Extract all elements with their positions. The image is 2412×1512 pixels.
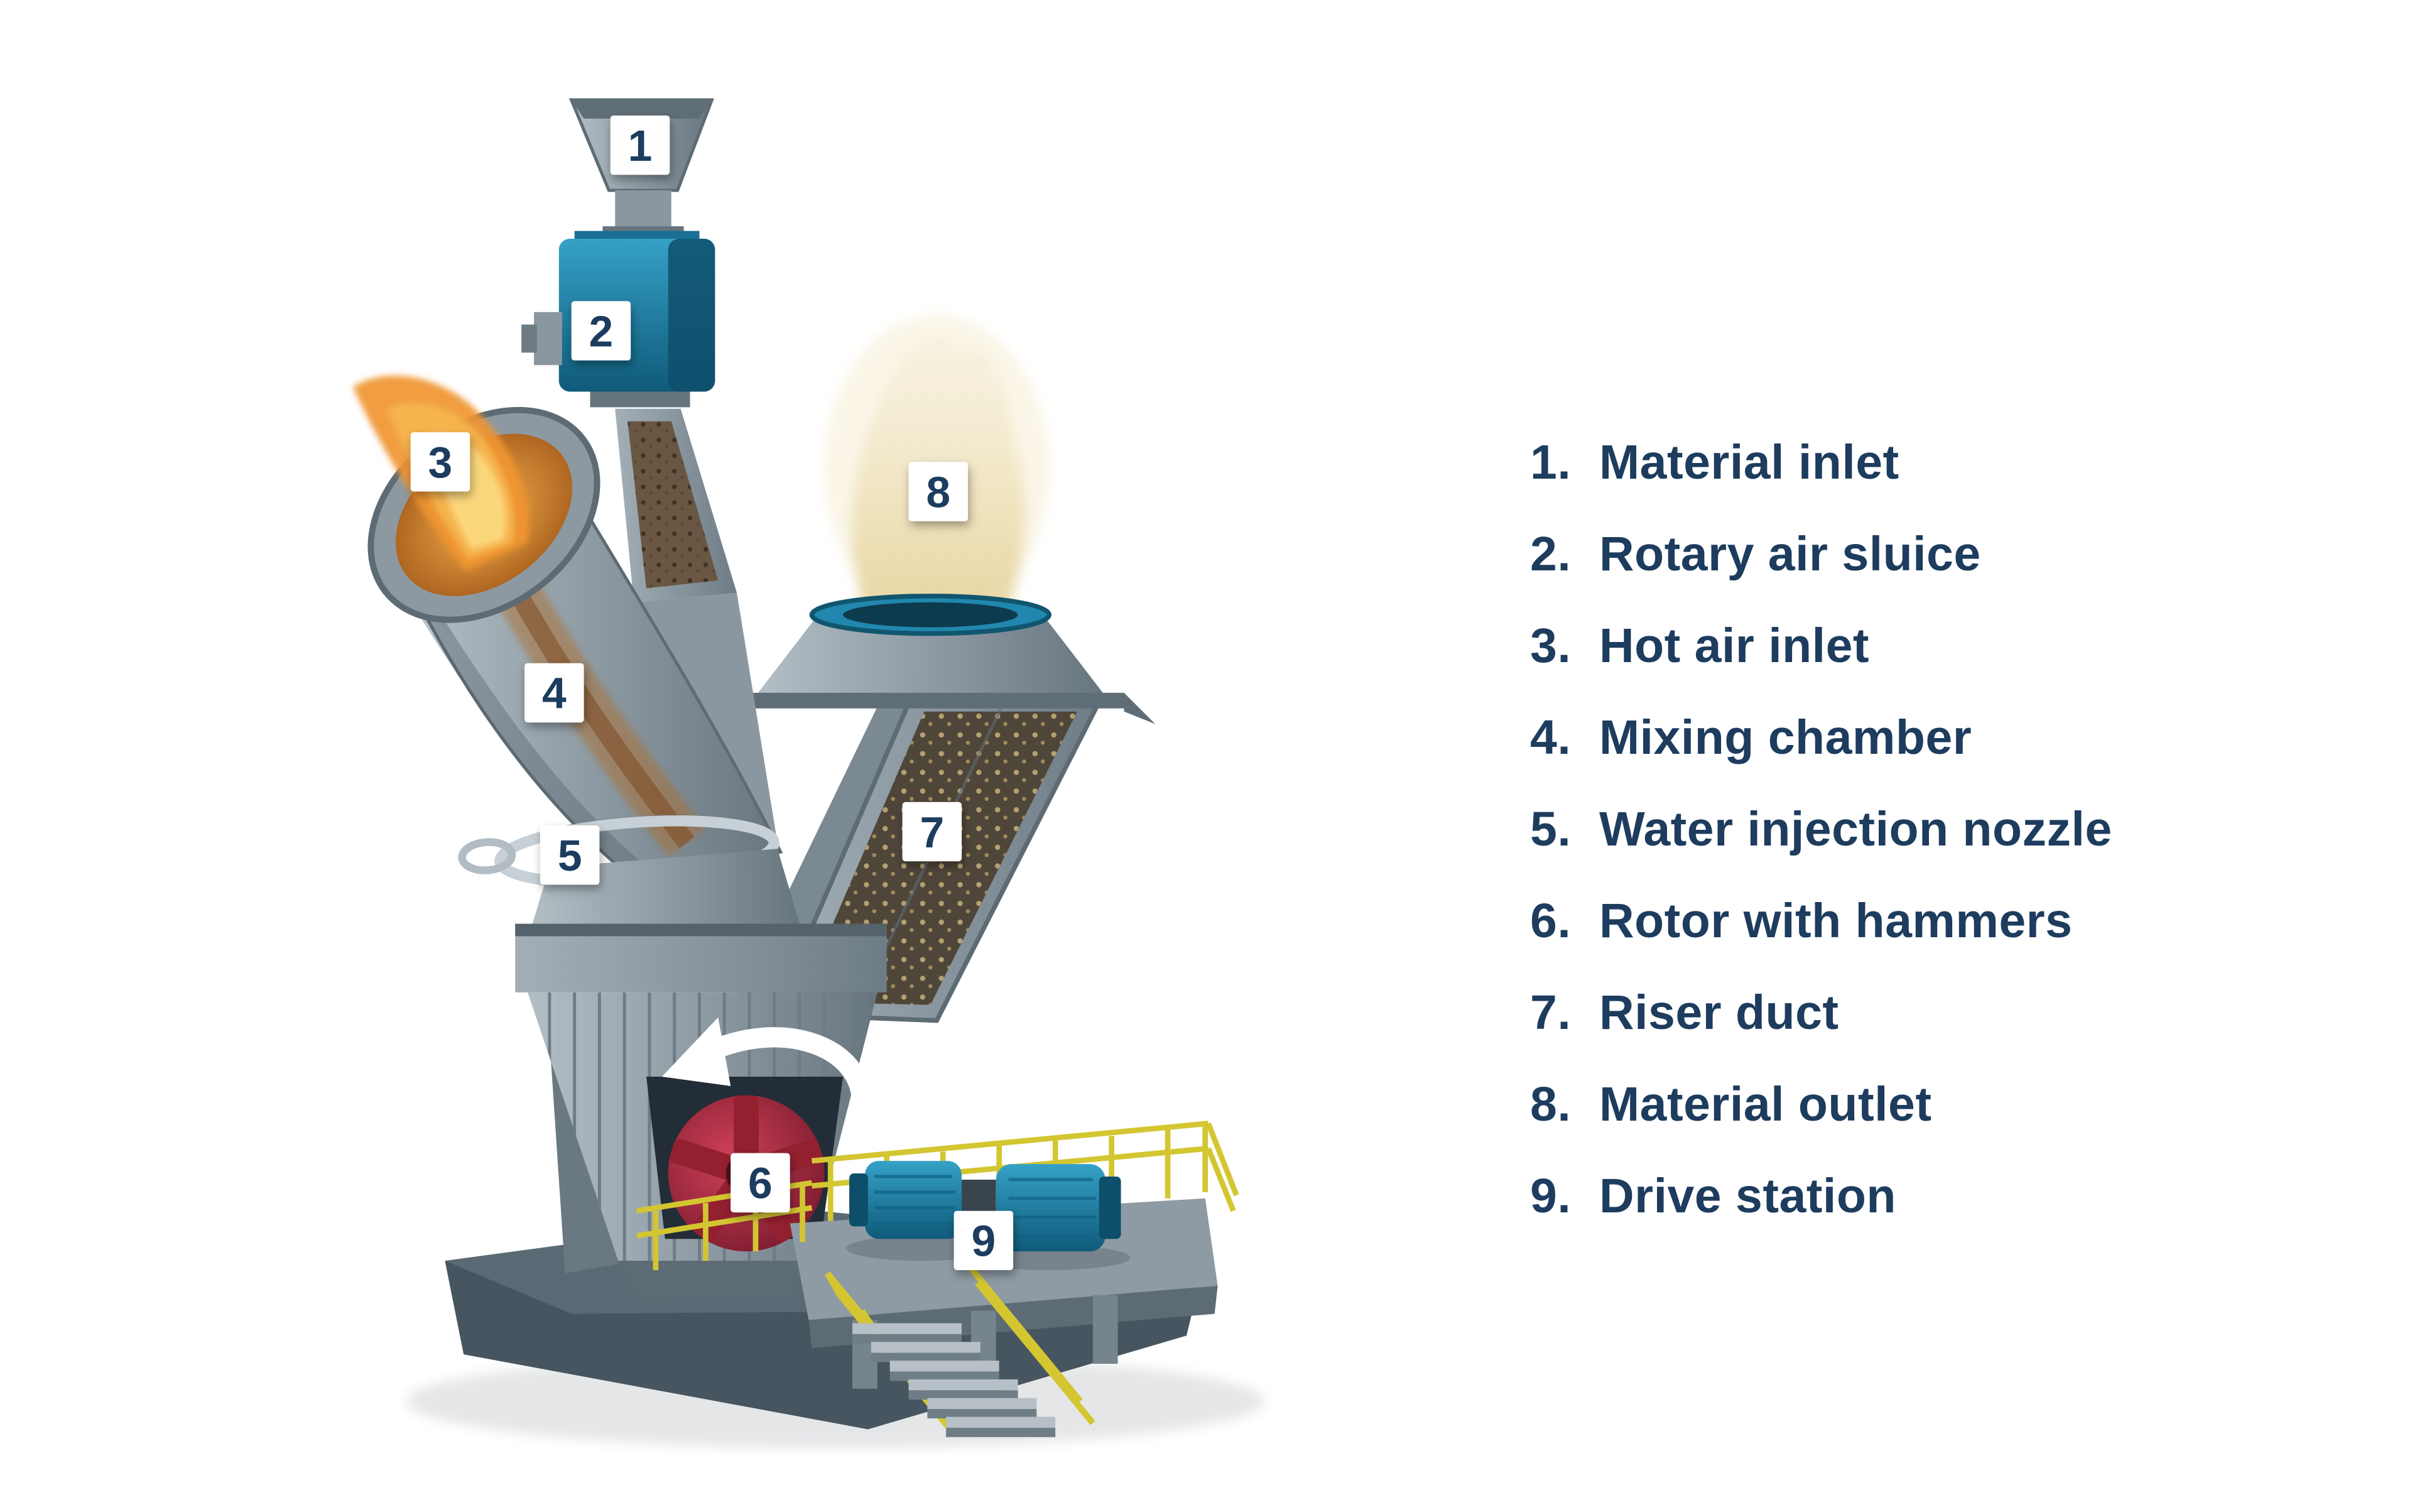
legend: 1. Material inlet 2. Rotary air sluice 3… [1530, 416, 2112, 1242]
callout-3-number: 3 [428, 438, 453, 487]
callout-2-number: 2 [589, 307, 614, 356]
legend-number: 6. [1530, 893, 1572, 948]
legend-item-hot-air-inlet: 3. Hot air inlet [1530, 600, 2112, 692]
legend-label: Riser duct [1599, 985, 1839, 1040]
legend-number: 8. [1530, 1077, 1572, 1131]
legend-item-mixing-chamber: 4. Mixing chamber [1530, 692, 2112, 783]
legend-label: Drive station [1599, 1168, 1896, 1223]
callout-8: 8 [908, 462, 968, 521]
callout-3: 3 [410, 432, 470, 492]
callout-5-number: 5 [558, 831, 582, 880]
legend-number: 3. [1530, 618, 1572, 673]
legend-number: 1. [1530, 435, 1572, 489]
callout-1: 1 [610, 115, 670, 175]
legend-number: 4. [1530, 710, 1572, 764]
legend-number: 5. [1530, 802, 1572, 856]
legend-label: Mixing chamber [1599, 710, 1972, 764]
callout-4-number: 4 [542, 669, 567, 718]
legend-item-water-injection-nozzle: 5. Water injection nozzle [1530, 783, 2112, 875]
legend-item-riser-duct: 7. Riser duct [1530, 967, 2112, 1058]
callouts: 1 2 3 4 5 6 7 [410, 115, 1014, 1270]
legend-label: Rotary air sluice [1599, 526, 1981, 581]
callout-4: 4 [524, 663, 584, 723]
legend-label: Water injection nozzle [1599, 802, 2112, 856]
callout-7: 7 [902, 802, 962, 862]
legend-item-material-outlet: 8. Material outlet [1530, 1058, 2112, 1150]
callout-7-number: 7 [920, 808, 944, 857]
outlet-funnel [705, 594, 1156, 727]
callout-9-number: 9 [971, 1217, 996, 1266]
callout-1-number: 1 [628, 121, 653, 170]
legend-item-material-inlet: 1. Material inlet [1530, 416, 2112, 508]
callout-8-number: 8 [926, 467, 950, 516]
legend-label: Material outlet [1599, 1077, 1932, 1131]
callout-6-number: 6 [748, 1159, 773, 1208]
callout-5: 5 [540, 825, 600, 885]
stairs [824, 1258, 1095, 1438]
legend-number: 2. [1530, 526, 1572, 581]
legend-label: Hot air inlet [1599, 618, 1870, 673]
legend-number: 9. [1530, 1168, 1572, 1223]
callout-9: 9 [953, 1210, 1014, 1270]
legend-label: Material inlet [1599, 435, 1899, 489]
drive-motor-left [849, 1161, 962, 1239]
legend-item-drive-station: 9. Drive station [1530, 1150, 2112, 1242]
legend-number: 7. [1530, 985, 1572, 1040]
legend-label: Rotor with hammers [1599, 893, 2073, 948]
callout-2: 2 [571, 301, 631, 361]
drive-motor-right [996, 1164, 1121, 1252]
callout-6: 6 [731, 1153, 790, 1213]
rotation-arrow [661, 1017, 872, 1112]
legend-item-rotor-with-hammers: 6. Rotor with hammers [1530, 875, 2112, 967]
legend-item-rotary-air-sluice: 2. Rotary air sluice [1530, 508, 2112, 600]
